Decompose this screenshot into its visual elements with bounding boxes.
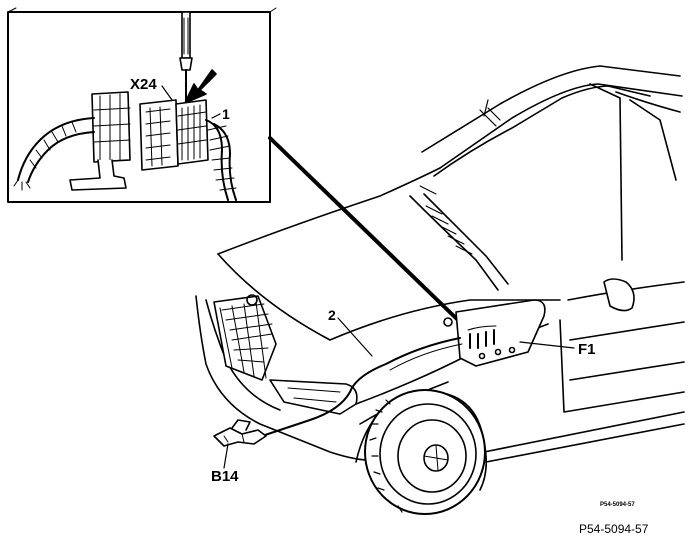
fuse-box-f1 (443, 299, 546, 367)
sensor-b14 (213, 419, 267, 447)
leader-1 (211, 113, 221, 119)
label-b14: B14 (211, 468, 239, 485)
car-body (195, 65, 685, 491)
connector-x24 (139, 99, 179, 171)
leader-x24 (161, 85, 173, 101)
wiring-harness (13, 117, 95, 191)
label-f1: F1 (578, 341, 596, 358)
label-x24: X24 (130, 76, 157, 93)
inset-leader-line (268, 136, 462, 324)
leader-2 (337, 317, 373, 357)
label-leader-lines (161, 85, 575, 469)
leader-b14 (223, 443, 229, 469)
cable-1 (205, 119, 237, 201)
label-item-1: 1 (222, 106, 230, 122)
figure-code-small: P54-5094-57 (600, 502, 635, 508)
relay-block (175, 99, 209, 165)
wire-2 (261, 337, 463, 437)
front-wheel (364, 389, 486, 515)
leader-f1 (519, 341, 575, 349)
pointer-arrow-icon (184, 69, 217, 104)
connector-left (69, 91, 131, 191)
figure-code: P54-5094-57 (579, 522, 649, 536)
label-item-2: 2 (328, 307, 336, 323)
screwdriver-icon (179, 11, 193, 104)
